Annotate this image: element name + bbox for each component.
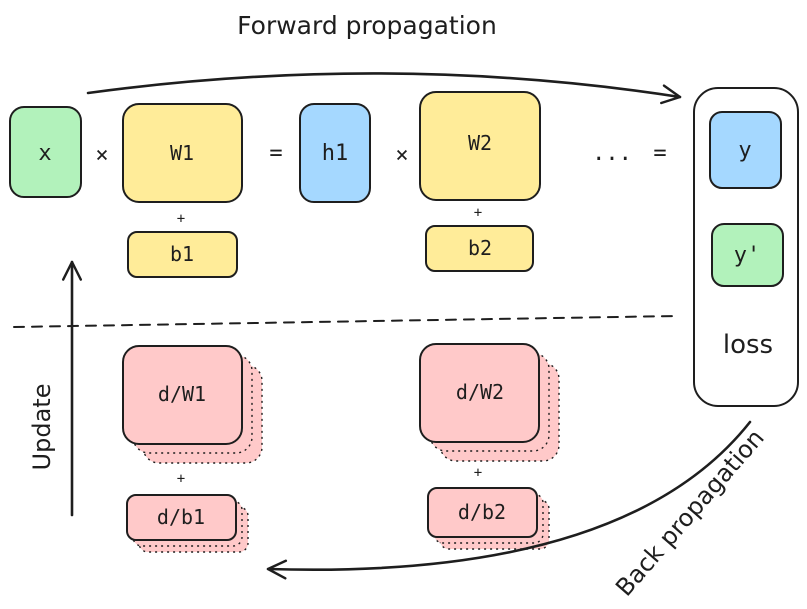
ellipsis-operator: ... bbox=[592, 141, 632, 166]
node-w1 bbox=[122, 103, 243, 203]
node-b1 bbox=[127, 231, 238, 278]
node-dw1 bbox=[122, 345, 243, 445]
node-w2-label: W2 bbox=[468, 131, 492, 155]
node-y-label: y bbox=[738, 138, 751, 163]
plus-operator-b1: + bbox=[177, 211, 185, 227]
node-x bbox=[9, 106, 82, 198]
node-db2 bbox=[427, 487, 538, 538]
node-w2 bbox=[419, 91, 541, 201]
node-h1 bbox=[299, 103, 371, 203]
node-dw1-label: d/W1 bbox=[158, 382, 206, 406]
plus-operator-b2: + bbox=[474, 205, 482, 221]
node-y bbox=[709, 111, 782, 189]
node-dw2-label: d/W2 bbox=[456, 380, 504, 404]
equals-operator-2: = bbox=[653, 141, 666, 166]
node-dw2-stack bbox=[419, 343, 560, 462]
node-h1-label: h1 bbox=[322, 141, 349, 166]
node-db2-stack bbox=[427, 487, 550, 550]
node-b2-label: b2 bbox=[468, 236, 492, 260]
node-db1 bbox=[126, 494, 237, 541]
forward-arrow bbox=[86, 72, 682, 105]
node-db1-stack bbox=[126, 494, 249, 553]
node-w1-label: W1 bbox=[170, 141, 194, 165]
back-arrow bbox=[266, 420, 752, 580]
update-label: Update bbox=[28, 384, 56, 471]
node-x-label: x bbox=[38, 141, 51, 166]
node-y-prime-label: y' bbox=[734, 243, 761, 268]
plus-operator-db2: + bbox=[474, 465, 482, 481]
dashed-divider bbox=[13, 315, 677, 328]
node-y-prime bbox=[711, 223, 784, 287]
node-dw2 bbox=[419, 343, 540, 443]
plus-operator-db1: + bbox=[177, 471, 185, 487]
times-operator-2: × bbox=[395, 143, 408, 168]
node-db2-label: d/b2 bbox=[458, 500, 506, 524]
equals-operator-1: = bbox=[269, 141, 282, 166]
forward-propagation-title: Forward propagation bbox=[237, 11, 497, 40]
times-operator-1: × bbox=[95, 143, 108, 168]
node-db1-label: d/b1 bbox=[157, 505, 205, 529]
node-b1-label: b1 bbox=[170, 242, 194, 266]
loss-label: loss bbox=[723, 330, 773, 360]
node-b2 bbox=[425, 225, 534, 272]
node-dw1-stack bbox=[122, 345, 263, 464]
